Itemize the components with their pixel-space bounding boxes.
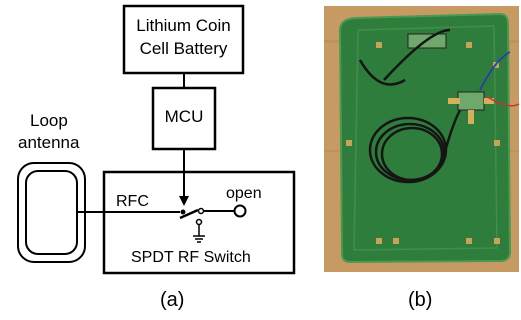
rf-switch-module (458, 92, 484, 110)
sma-connector-right (484, 98, 494, 104)
sma-connector-left (448, 98, 460, 104)
caption-b: (b) (408, 289, 432, 311)
sma-connector-bottom (468, 110, 474, 124)
pcb-board (340, 14, 510, 262)
